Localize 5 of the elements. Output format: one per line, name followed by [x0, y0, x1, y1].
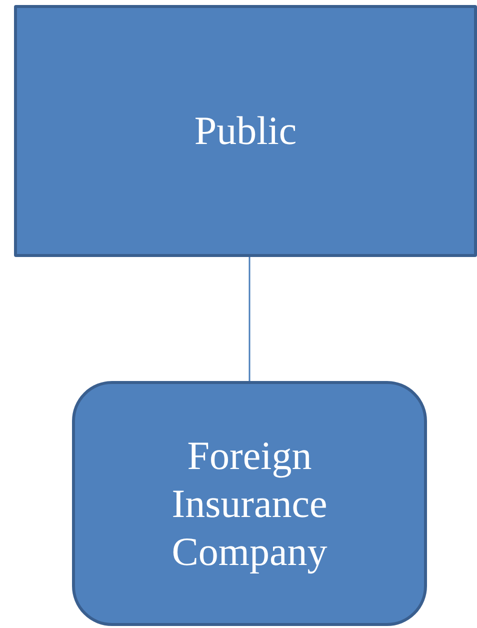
- connector-line: [248, 257, 250, 381]
- box-label: Foreign Insurance Company: [170, 432, 328, 576]
- process-box: [14, 5, 477, 257]
- box-label: Public: [194, 107, 297, 155]
- rounded-box: [72, 381, 427, 626]
